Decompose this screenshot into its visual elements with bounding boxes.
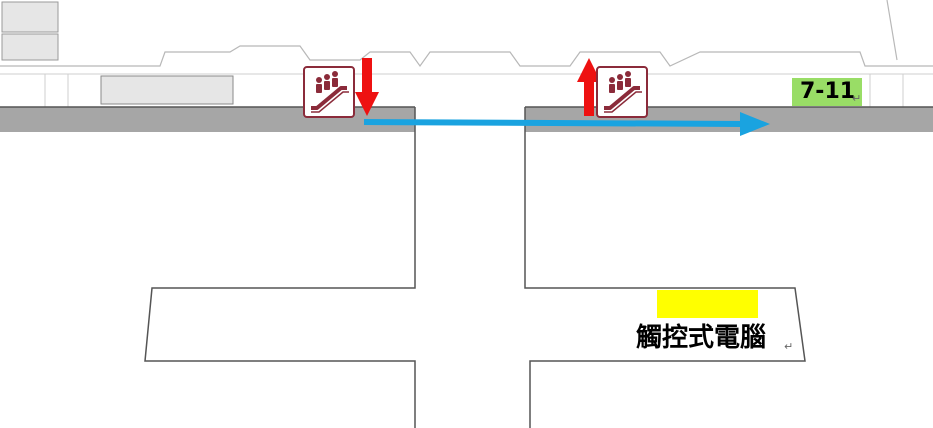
touch-screen-label: 觸控式電腦 (636, 323, 767, 353)
blue-right-arrow-head (740, 112, 770, 136)
paragraph-mark-1: ↵ (852, 92, 862, 105)
red-down-arrow-head (355, 92, 379, 116)
top-left-block-1 (1, 1, 59, 33)
touch-screen-marker (657, 290, 758, 318)
store-711-text: 7-11 (800, 79, 856, 104)
down-arrow-shaft (362, 58, 372, 94)
up-arrow-shaft (584, 80, 594, 116)
right-hall-wall (524, 107, 806, 428)
top-wall-outline (0, 45, 933, 68)
route-arrow-shaft (363, 119, 743, 127)
paragraph-mark-2: ↵ (784, 340, 794, 353)
top-left-block-2 (1, 33, 59, 61)
escalator-down-icon (303, 66, 355, 118)
left-hall-wall (144, 107, 416, 428)
escalator-up-icon (596, 66, 648, 118)
grey-bench (100, 75, 234, 105)
right-wall-line (886, 0, 898, 61)
red-up-arrow-head (577, 58, 601, 82)
store-711-label: 7-11 (792, 78, 862, 106)
